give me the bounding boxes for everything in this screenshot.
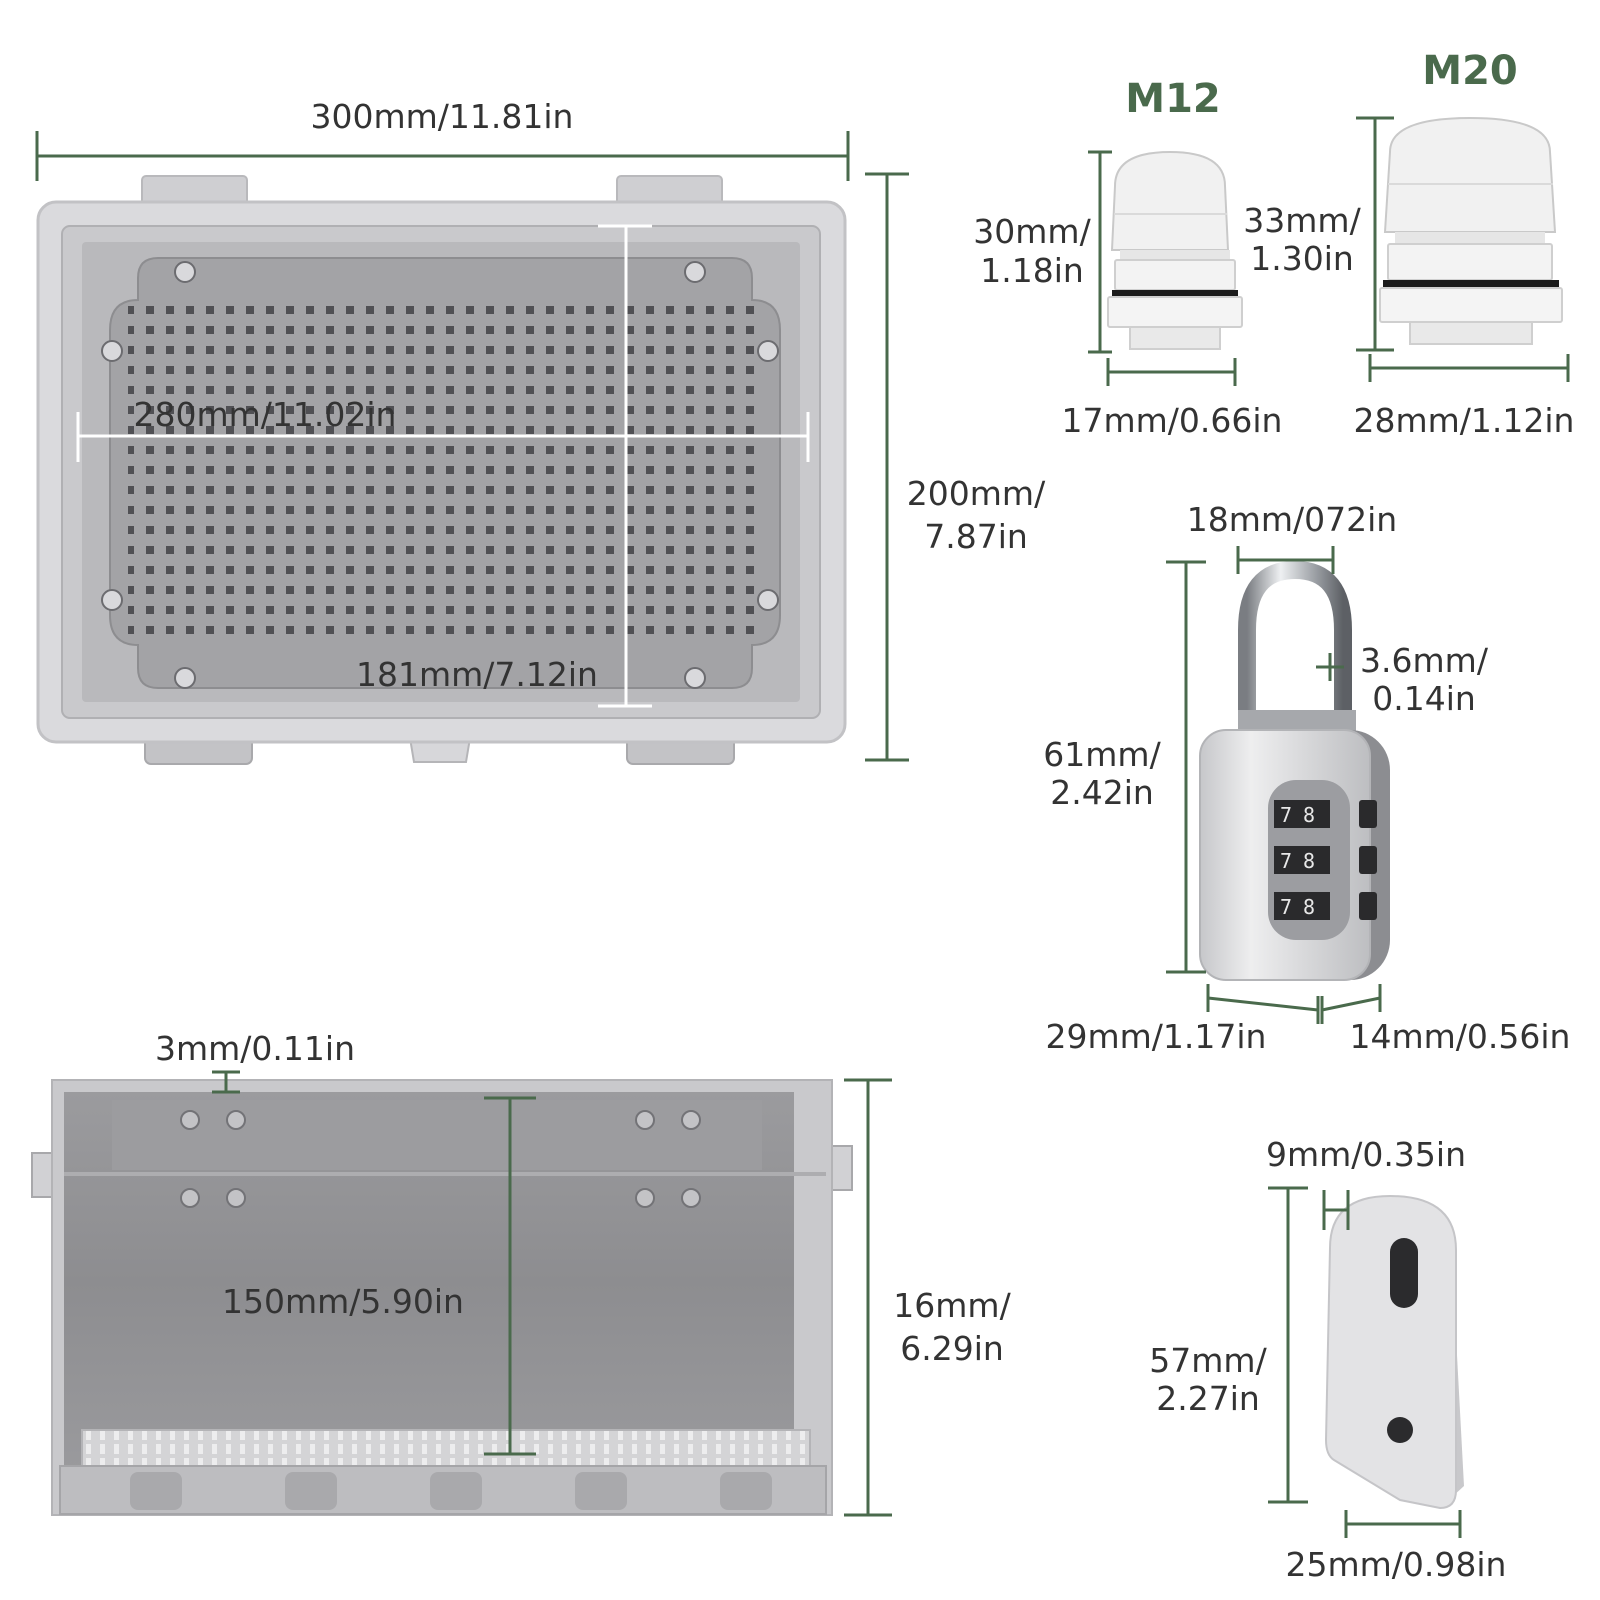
m20-width-label: 28mm/1.12in — [1354, 401, 1575, 440]
bottom-ribs — [81, 1429, 811, 1467]
box-depth-label-line1: 16mm/ — [893, 1286, 1011, 1325]
m12-dimensions — [1088, 150, 1237, 386]
front-screws — [180, 1110, 701, 1208]
m12-width-label: 17mm/0.66in — [1062, 401, 1283, 440]
mounting-bracket — [1324, 1194, 1464, 1510]
bracket-height-line1: 57mm/ — [1149, 1341, 1267, 1380]
plate-width-label: 280mm/11.02in — [134, 395, 397, 434]
enclosure-height-label-line1: 200mm/ — [907, 474, 1046, 513]
padlock-shackle — [1238, 560, 1352, 720]
padlock-dimensions — [1166, 546, 1382, 1024]
wall-thickness-label: 3mm/0.11in — [155, 1029, 355, 1068]
bracket-plate — [1324, 1194, 1457, 1510]
enclosure-front-view — [31, 1079, 853, 1516]
bracket-thickness-label: 9mm/0.35in — [1266, 1135, 1466, 1174]
m12-title: M12 — [1125, 76, 1220, 122]
dial-digit: 8 — [1303, 849, 1315, 873]
padlock-height-line1: 61mm/ — [1043, 735, 1161, 774]
dial-digit: 8 — [1303, 895, 1315, 919]
padlock-height-line2: 2.42in — [1050, 773, 1154, 812]
bracket-height-line2: 2.27in — [1156, 1379, 1260, 1418]
dial-digit: 7 — [1280, 849, 1292, 873]
dial-digit: 8 — [1303, 803, 1315, 827]
enclosure-width-label: 300mm/11.81in — [311, 97, 574, 136]
bracket-slot — [1390, 1238, 1418, 1308]
bracket-hole — [1387, 1417, 1413, 1443]
cable-gland-m20 — [1379, 116, 1563, 345]
bracket-dimensions — [1268, 1186, 1462, 1538]
box-depth-label-line2: 6.29in — [900, 1329, 1004, 1368]
m12-height-line1: 30mm/ — [973, 212, 1091, 251]
dial-digit: 7 — [1280, 803, 1292, 827]
cable-gland-m12 — [1107, 150, 1243, 350]
m20-height-line1: 33mm/ — [1243, 201, 1361, 240]
dial-digit: 7 — [1280, 895, 1292, 919]
enclosure-top-view — [36, 175, 847, 765]
bracket-width-label: 25mm/0.98in — [1286, 1545, 1507, 1584]
inner-depth-label: 150mm/5.90in — [222, 1282, 464, 1321]
m20-height-line2: 1.30in — [1250, 239, 1354, 278]
shackle-width-label: 18mm/072in — [1187, 500, 1397, 539]
padlock-depth-label: 14mm/0.56in — [1350, 1017, 1571, 1056]
m20-dimensions — [1356, 116, 1570, 382]
backplate-perforation — [128, 298, 762, 646]
m12-height-line2: 1.18in — [980, 251, 1084, 290]
enclosure-top-dimensions — [35, 131, 909, 762]
enclosure-front-dimensions — [212, 1070, 892, 1517]
shackle-thickness-line1: 3.6mm/ — [1360, 641, 1489, 680]
padlock-width-label: 29mm/1.17in — [1046, 1017, 1267, 1056]
padlock-dials — [1274, 800, 1377, 920]
combination-padlock: 7 8 7 8 7 8 — [1199, 560, 1390, 981]
m20-title: M20 — [1422, 48, 1517, 94]
shackle-thickness-line2: 0.14in — [1372, 679, 1476, 718]
padlock-dial-digits: 7 8 7 8 7 8 — [1280, 803, 1315, 919]
screw-heads — [101, 261, 779, 689]
plate-height-label: 181mm/7.12in — [356, 655, 598, 694]
enclosure-height-label-line2: 7.87in — [924, 517, 1028, 556]
